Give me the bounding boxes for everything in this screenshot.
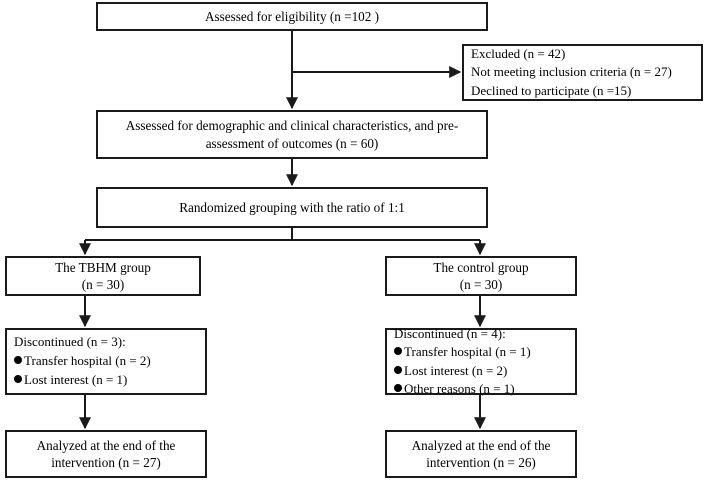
bullet-dot-icon (394, 347, 402, 356)
node-assessed-demographic: Assessed for demographic and clinical ch… (96, 110, 488, 159)
node-excluded-line-3: Declined to participate (n =15) (471, 82, 632, 98)
node-tbhm-line-1: The TBHM group (55, 259, 151, 275)
node-excluded-line-1: Excluded (n = 42) (471, 45, 566, 61)
node-tbhm-line-2: (n = 30) (81, 277, 125, 292)
node-analyzed-tbhm-line-1: Analyzed at the end of the (36, 437, 176, 453)
node-randomized-line-1: Randomized grouping with the ratio of 1:… (179, 199, 405, 215)
node-analyzed-control-line-2: intervention (n = 26) (426, 455, 536, 470)
bullet-dot-icon (394, 383, 402, 392)
node-discontinued-control-bullet-1: Transfer hospital (n = 1) (394, 343, 531, 361)
bullet-dot-icon (14, 356, 22, 365)
node-discontinued-tbhm-bullet-2-label: Lost interest (n = 1) (24, 371, 128, 387)
node-discontinued-tbhm-heading: Discontinued (n = 3): (14, 334, 126, 350)
node-discontinued-control-bullet-1-label: Transfer hospital (n = 1) (404, 344, 531, 360)
node-randomized-grouping: Randomized grouping with the ratio of 1:… (96, 187, 488, 228)
node-discontinued-control-bullet-3-label: Other reasons (n = 1) (404, 380, 515, 396)
node-excluded-line-2: Not meeting inclusion criteria (n = 27) (471, 64, 672, 80)
node-assessed-line-1: Assessed for eligibility (n =102 ) (204, 8, 380, 24)
node-analyzed-control: Analyzed at the end of the intervention … (385, 430, 577, 478)
node-analyzed-tbhm-line-2: intervention (n = 27) (51, 455, 161, 470)
node-discontinued-tbhm-bullet-2: Lost interest (n = 1) (14, 371, 127, 390)
node-analyzed-tbhm: Analyzed at the end of the intervention … (5, 430, 207, 478)
node-analyzed-control-line-1: Analyzed at the end of the (411, 437, 551, 453)
bullet-dot-icon (14, 374, 22, 383)
node-discontinued-control: Discontinued (n = 4): Transfer hospital … (385, 326, 577, 398)
node-discontinued-control-heading: Discontinued (n = 4): (394, 326, 506, 342)
node-discontinued-tbhm-bullet-1: Transfer hospital (n = 2) (14, 352, 151, 371)
node-discontinued-tbhm: Discontinued (n = 3): Transfer hospital … (5, 328, 207, 395)
node-demographic-line-2: assessment of outcomes (n = 60) (205, 135, 379, 151)
node-demographic-line-1: Assessed for demographic and clinical ch… (125, 118, 459, 134)
node-control-group: The control group (n = 30) (385, 256, 577, 296)
node-excluded: Excluded (n = 42) Not meeting inclusion … (462, 44, 703, 101)
node-tbhm-group: The TBHM group (n = 30) (5, 256, 201, 296)
bullet-dot-icon (394, 365, 402, 374)
node-control-line-1: The control group (433, 259, 529, 275)
node-control-line-2: (n = 30) (459, 277, 503, 292)
node-discontinued-tbhm-bullet-1-label: Transfer hospital (n = 2) (24, 353, 151, 369)
node-assessed-for-eligibility: Assessed for eligibility (n =102 ) (96, 2, 488, 31)
node-discontinued-control-bullet-2-label: Lost interest (n = 2) (404, 362, 508, 378)
node-discontinued-control-bullet-3: Other reasons (n = 1) (394, 380, 515, 398)
connector-randomized-split (85, 228, 480, 241)
node-discontinued-control-bullet-2: Lost interest (n = 2) (394, 362, 507, 380)
